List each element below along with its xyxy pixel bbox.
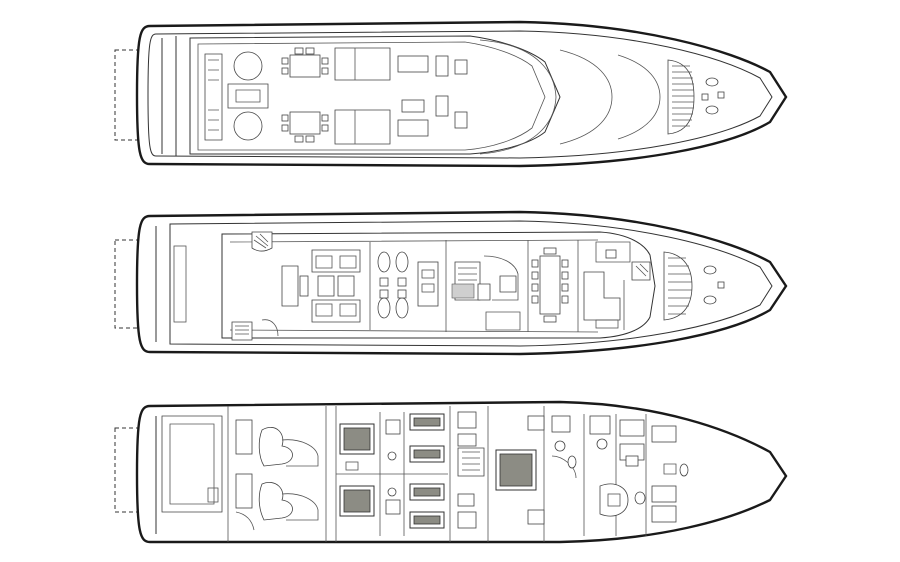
generator-starboard (258, 482, 293, 521)
sun-deck (114, 20, 788, 168)
galley-counter (583, 271, 621, 321)
upper-dining-table-port (289, 54, 321, 78)
salon-coffee-table-1 (317, 275, 335, 297)
anchor-winch-port (705, 77, 719, 87)
tender-garage (161, 415, 223, 513)
main-winch-port (703, 265, 717, 275)
helm-area (227, 83, 269, 109)
main-lobby-highlight (451, 283, 475, 299)
upper-lounge-sofa-starboard (334, 109, 391, 145)
sun-deck-superstructure (189, 35, 561, 155)
salon-chair (377, 251, 391, 273)
generator-port (258, 427, 293, 467)
crew-berth (651, 505, 677, 523)
swim-platform-outline (114, 49, 146, 141)
lower-stairwell (457, 447, 485, 477)
salon-sofa-starboard (311, 299, 361, 323)
sun-deck-bulwark (147, 30, 773, 159)
anchor-winch-starboard (705, 105, 719, 115)
sun-deck-transom (161, 36, 177, 156)
aft-sun-lounger (204, 53, 223, 141)
salon-chair (377, 297, 391, 319)
engine-port (235, 419, 253, 455)
spa-pool-port (233, 51, 263, 81)
main-winch-starboard (703, 295, 717, 305)
aft-deck-sofa (281, 265, 299, 307)
engine-starboard (235, 473, 253, 509)
main-deck (114, 210, 788, 356)
aft-stair-starboard (231, 321, 253, 341)
crew-berth (651, 425, 677, 443)
spa-pool-starboard (233, 111, 263, 141)
main-deck-superstructure (221, 231, 656, 339)
main-deck-bulwark (169, 220, 773, 347)
upper-lounge-sofa-port (334, 47, 391, 81)
main-aft-locker (173, 245, 187, 323)
salon-chair (395, 297, 409, 319)
salon-coffee-table-2 (337, 275, 355, 297)
lower-deck (114, 400, 788, 544)
main-dining-table (539, 255, 561, 315)
crew-mess-seating (599, 483, 629, 517)
salon-chair (395, 251, 409, 273)
salon-sofa-port (311, 249, 361, 273)
upper-dining-table-starboard (289, 111, 321, 135)
upper-bar-port (397, 55, 429, 73)
upper-bar-starboard (397, 119, 429, 137)
crew-berth (651, 485, 677, 503)
crew-berth (619, 419, 645, 437)
